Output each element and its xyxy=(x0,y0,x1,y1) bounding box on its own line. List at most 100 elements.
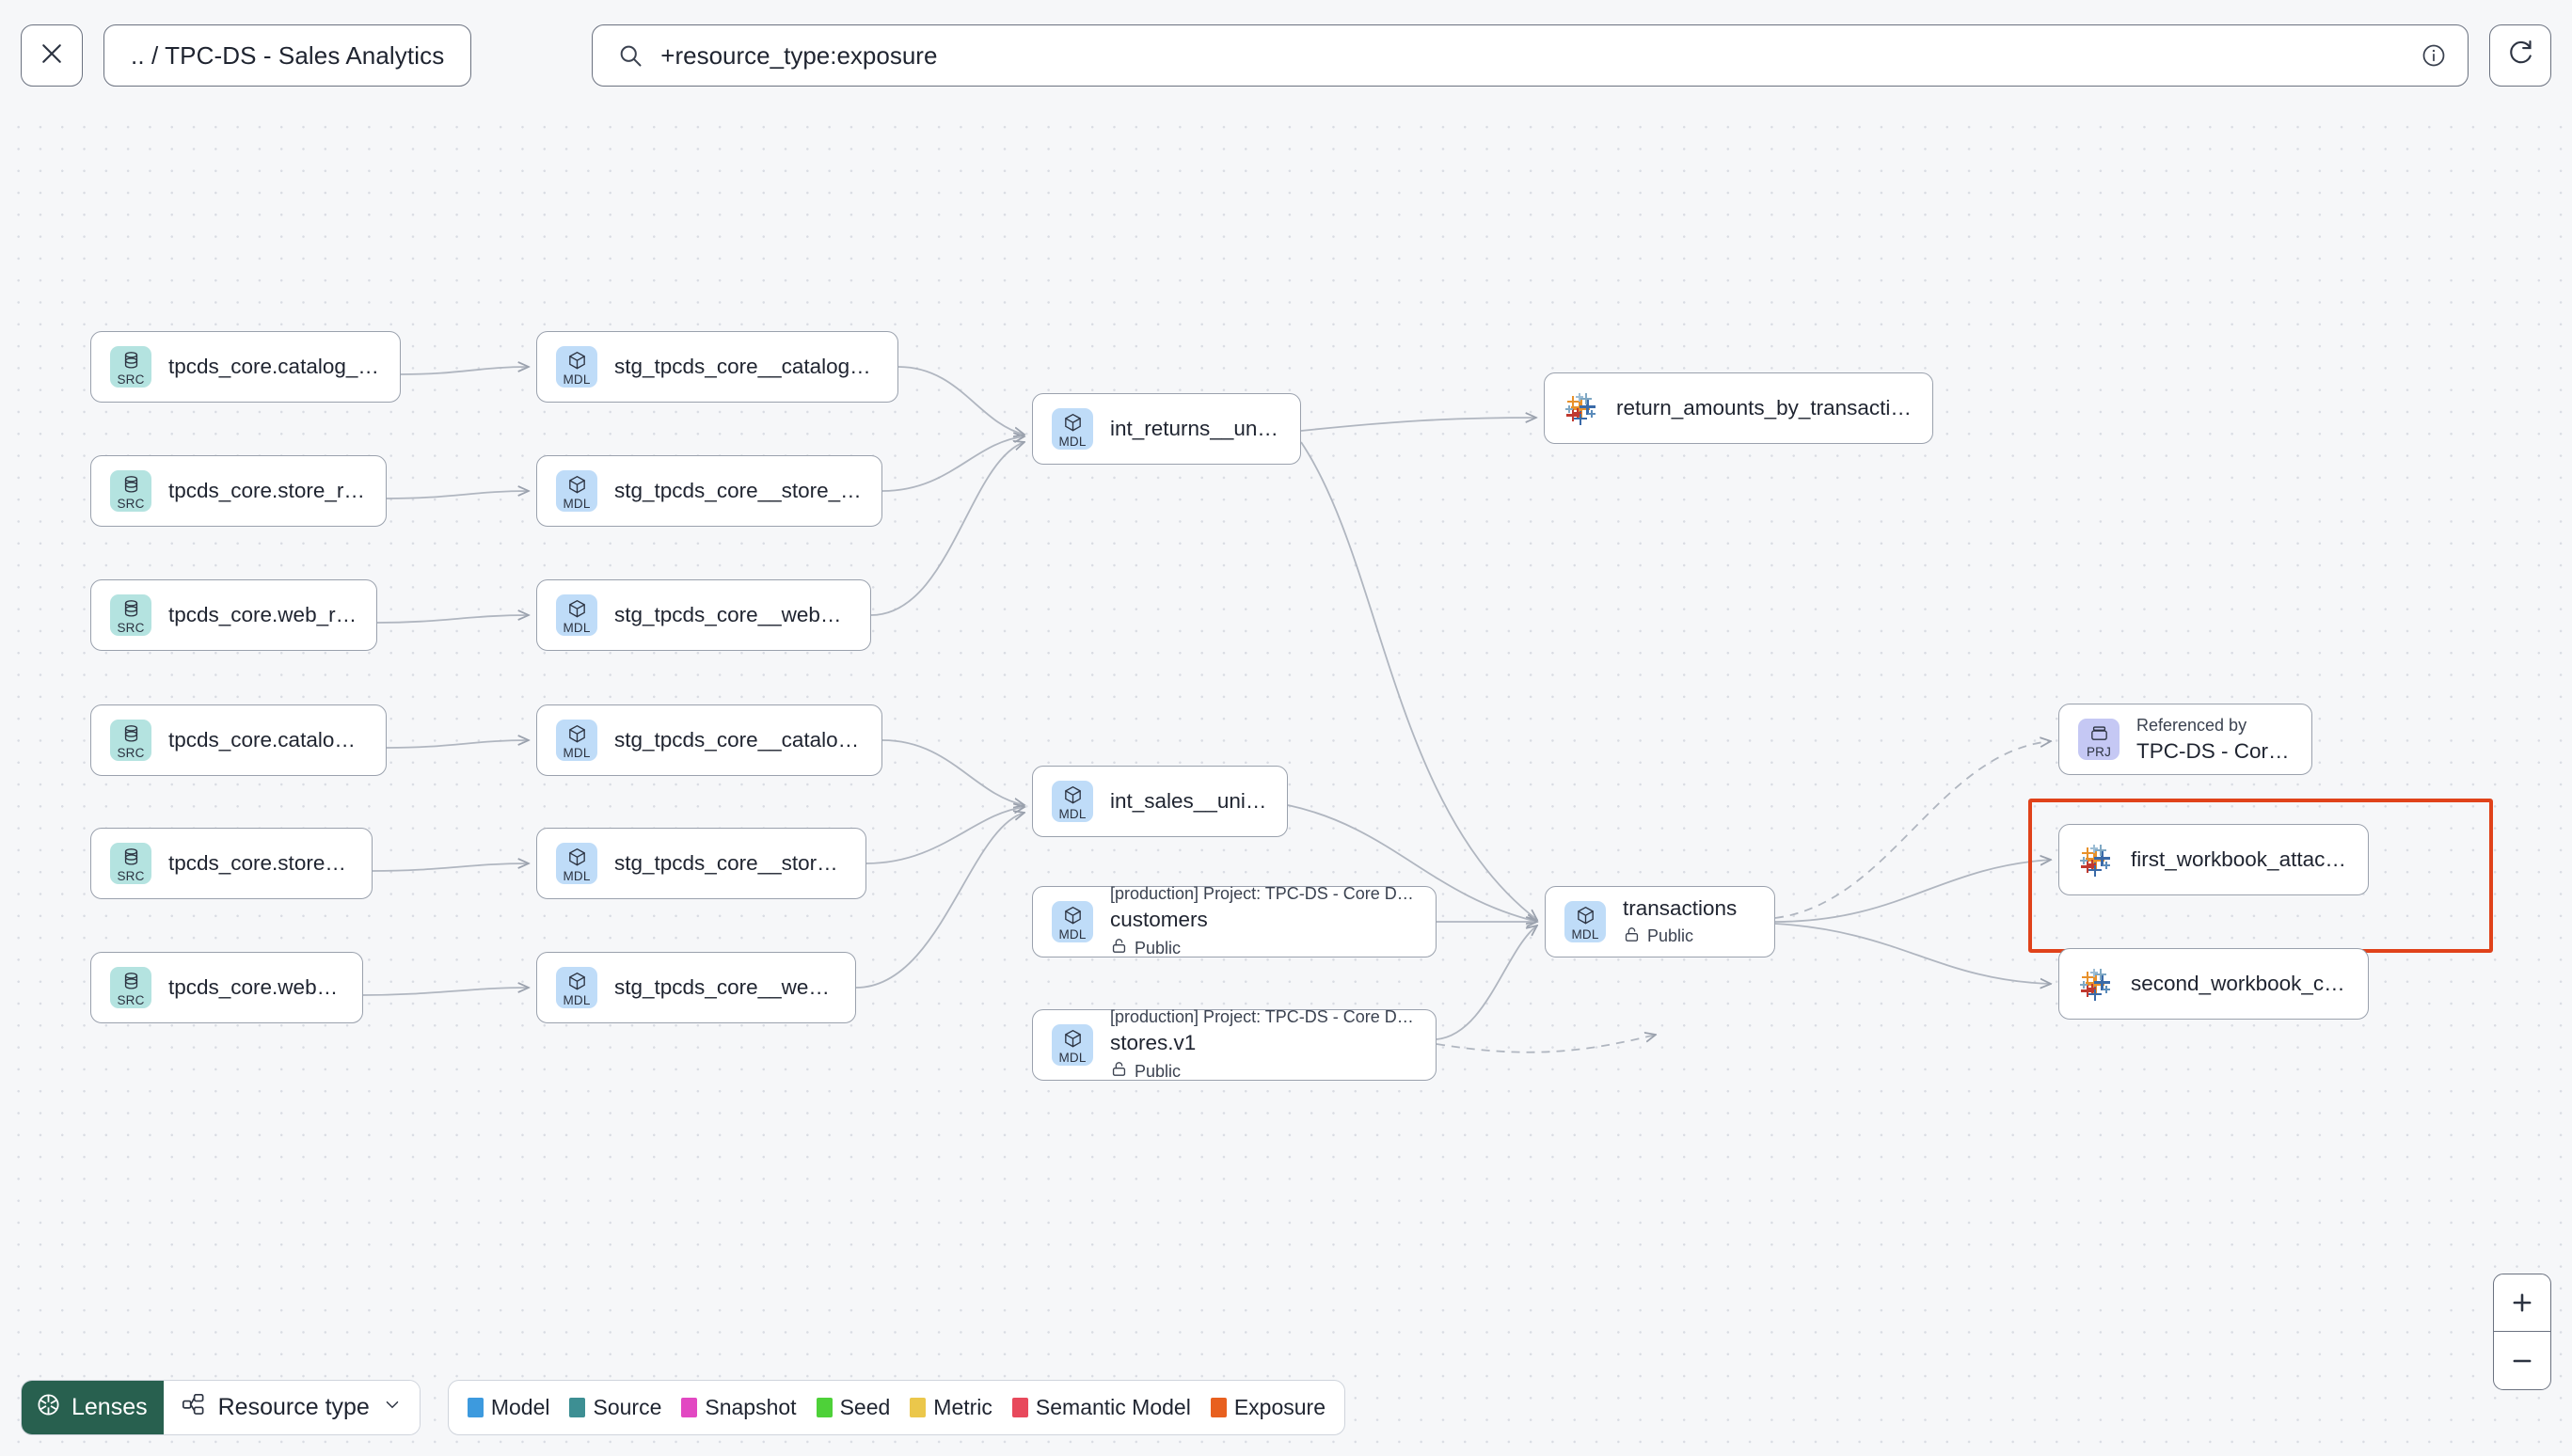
node-label: tpcds_core.store_sales xyxy=(168,851,353,875)
cube-icon: MDL xyxy=(556,594,597,636)
legend-item-source[interactable]: Source xyxy=(569,1395,661,1420)
graph-node-mdl-stores-v1[interactable]: MDL [production] Project: TPC-DS - Core D… xyxy=(1032,1007,1437,1083)
node-label: TPC-DS - Core Data Models xyxy=(2136,738,2293,763)
zoom-controls xyxy=(2493,1274,2551,1390)
info-icon[interactable] xyxy=(2421,42,2447,69)
node-subtitle: Referenced by xyxy=(2136,715,2247,735)
badge-kind-label: SRC xyxy=(117,868,145,883)
toolbar: .. / TPC-DS - Sales Analytics +resource_… xyxy=(0,0,2572,111)
graph-node-prj-referenced-by[interactable]: PRJ Referenced by TPC-DS - Core Data Model… xyxy=(2058,704,2312,775)
tableau-icon xyxy=(1564,388,1597,429)
legend-item-model[interactable]: Model xyxy=(467,1395,549,1420)
legend-item-exposure[interactable]: Exposure xyxy=(1210,1395,1326,1420)
graph-node-mdl-stg-web-sales[interactable]: MDL stg_tpcds_core__web_sales xyxy=(536,952,856,1023)
badge-kind-label: MDL xyxy=(1058,1050,1087,1065)
legend-item-seed[interactable]: Seed xyxy=(816,1395,890,1420)
badge-kind-label: SRC xyxy=(117,745,145,760)
breadcrumb-label: .. / TPC-DS - Sales Analytics xyxy=(131,40,445,70)
badge-kind-label: MDL xyxy=(563,868,591,883)
node-label: tpcds_core.web_sales xyxy=(168,975,343,999)
archive-icon: PRJ xyxy=(2078,719,2120,760)
search-icon xyxy=(617,42,643,69)
badge-kind-label: MDL xyxy=(563,372,591,387)
refresh-icon xyxy=(2506,40,2534,72)
resource-type-label: Resource type xyxy=(217,1394,370,1420)
legend-swatch xyxy=(1210,1398,1227,1417)
node-label: customers xyxy=(1110,908,1208,931)
badge-kind-label: MDL xyxy=(1571,926,1599,942)
legend-label: Snapshot xyxy=(705,1395,797,1419)
badge-kind-label: SRC xyxy=(117,620,145,635)
legend-swatch xyxy=(816,1398,833,1417)
cube-icon: MDL xyxy=(556,720,597,761)
graph-node-mdl-stg-catalog-returns[interactable]: MDL stg_tpcds_core__catalog_returns xyxy=(536,331,898,403)
database-icon: SRC xyxy=(110,720,151,761)
badge-kind-label: SRC xyxy=(117,496,145,511)
graph-node-exp-return-amounts[interactable]: return_amounts_by_transaction_type xyxy=(1544,372,1933,444)
badge-kind-label: SRC xyxy=(117,992,145,1007)
node-label: tpcds_core.catalog_returns xyxy=(168,355,381,378)
legend-item-metric[interactable]: Metric xyxy=(910,1395,992,1420)
database-icon: SRC xyxy=(110,594,151,636)
node-label: transactions xyxy=(1623,895,1738,920)
node-visibility: Public xyxy=(1110,1060,1417,1083)
graph-node-exp-second-workbook[interactable]: second_workbook_connected_to_live… xyxy=(2058,948,2369,1020)
lenses-button[interactable]: Lenses xyxy=(22,1381,164,1434)
badge-kind-label: PRJ xyxy=(2086,744,2112,759)
legend-item-snapshot[interactable]: Snapshot xyxy=(681,1395,797,1420)
tableau-icon xyxy=(2078,963,2112,1005)
node-label: tpcds_core.catalog_sales xyxy=(168,728,367,752)
graph-node-src-catalog-sales[interactable]: SRC tpcds_core.catalog_sales xyxy=(90,704,387,776)
graph-node-src-web-returns[interactable]: SRC tpcds_core.web_returns xyxy=(90,579,377,651)
legend-label: Metric xyxy=(933,1395,992,1419)
database-icon: SRC xyxy=(110,470,151,512)
breadcrumb[interactable]: .. / TPC-DS - Sales Analytics xyxy=(103,24,472,87)
search-input[interactable]: +resource_type:exposure xyxy=(592,24,2469,87)
zoom-in-button[interactable] xyxy=(2494,1274,2550,1332)
database-icon: SRC xyxy=(110,843,151,884)
legend-item-semantic-model[interactable]: Semantic Model xyxy=(1011,1395,1191,1420)
chevron-down-icon xyxy=(382,1394,403,1421)
legend-swatch xyxy=(681,1398,698,1417)
legend-swatch xyxy=(1011,1398,1028,1417)
zoom-out-button[interactable] xyxy=(2494,1332,2550,1389)
node-label: stg_tpcds_core__catalog_returns xyxy=(614,355,879,378)
database-icon: SRC xyxy=(110,346,151,388)
lenses-group: Lenses Resource type xyxy=(21,1380,421,1435)
node-label: int_sales__unioned xyxy=(1110,789,1268,813)
node-subtitle: [production] Project: TPC-DS - Core Data… xyxy=(1110,884,1417,903)
badge-kind-label: MDL xyxy=(563,745,591,760)
graph-node-src-web-sales[interactable]: SRC tpcds_core.web_sales xyxy=(90,952,363,1023)
close-icon xyxy=(38,40,66,72)
node-label: stg_tpcds_core__web_sales xyxy=(614,975,836,999)
node-subtitle: [production] Project: TPC-DS - Core Data… xyxy=(1110,1007,1417,1026)
graph-node-src-store-sales[interactable]: SRC tpcds_core.store_sales xyxy=(90,828,373,899)
resource-type-dropdown[interactable]: Resource type xyxy=(163,1381,420,1434)
legend-swatch xyxy=(910,1398,927,1417)
graph-node-src-catalog-returns[interactable]: SRC tpcds_core.catalog_returns xyxy=(90,331,401,403)
graph-node-mdl-customers[interactable]: MDL[production] Project: TPC-DS - Core D… xyxy=(1032,884,1437,959)
badge-kind-label: MDL xyxy=(563,992,591,1007)
cube-icon: MDL xyxy=(1052,1024,1093,1066)
close-button[interactable] xyxy=(21,24,83,87)
refresh-button[interactable] xyxy=(2489,24,2551,87)
node-label: second_workbook_connected_to_live… xyxy=(2131,972,2349,995)
cube-icon: MDL xyxy=(556,967,597,1008)
database-icon: SRC xyxy=(110,967,151,1008)
lock-icon xyxy=(1110,937,1128,959)
graph-node-exp-first-workbook[interactable]: first_workbook_attached_to_tpc-ds_-_… xyxy=(2058,824,2369,895)
badge-kind-label: MDL xyxy=(563,496,591,511)
cube-icon: MDL xyxy=(1564,901,1606,942)
node-label: tpcds_core.web_returns xyxy=(168,603,357,626)
